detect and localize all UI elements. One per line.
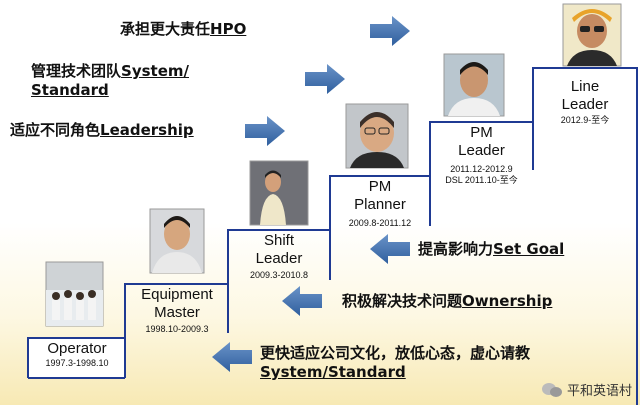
arrow-right-icon xyxy=(370,16,410,46)
photo-equipment-master xyxy=(149,208,205,274)
arrow-left-icon xyxy=(282,286,322,316)
watermark: 平和英语村 xyxy=(541,380,632,399)
photo-operator-group xyxy=(45,261,104,327)
role-operator-date: 1997.3-1998.10 xyxy=(45,358,109,368)
label-system-standard-2: 更快适应公司文化，放低心态，虚心请教 System/Standard xyxy=(260,344,531,381)
photo-line-leader xyxy=(562,3,622,67)
role-operator-name: Operator xyxy=(47,340,107,357)
role-line-leader-date: 2012.9-至今 xyxy=(560,115,610,125)
arrow-left-icon xyxy=(370,234,410,264)
watermark-text: 平和英语村 xyxy=(566,384,632,399)
label-system-standard-1: 管理技术团队System/ Standard xyxy=(31,62,189,99)
role-shift-date: 2009.3-2010.8 xyxy=(249,270,309,280)
label-ownership: 积极解决技术问题Ownership xyxy=(342,292,553,310)
arrow-right-icon xyxy=(245,116,285,146)
chat-bubble-icon xyxy=(541,382,562,397)
photo-pm-planner xyxy=(345,103,409,169)
arrow-right-icon xyxy=(305,64,345,94)
label-set-goal: 提高影响力Set Goal xyxy=(418,240,565,258)
label-leadership: 适应不同角色Leadership xyxy=(10,121,194,139)
role-pm-planner-date: 2009.8-2011.12 xyxy=(348,218,412,228)
role-equipment-date: 1998.10-2009.3 xyxy=(145,324,209,334)
photo-shift-leader xyxy=(249,160,309,226)
arrow-left-icon xyxy=(212,342,252,372)
photo-pm-leader xyxy=(443,53,505,117)
label-hpo: 承担更大责任HPO xyxy=(120,20,247,38)
